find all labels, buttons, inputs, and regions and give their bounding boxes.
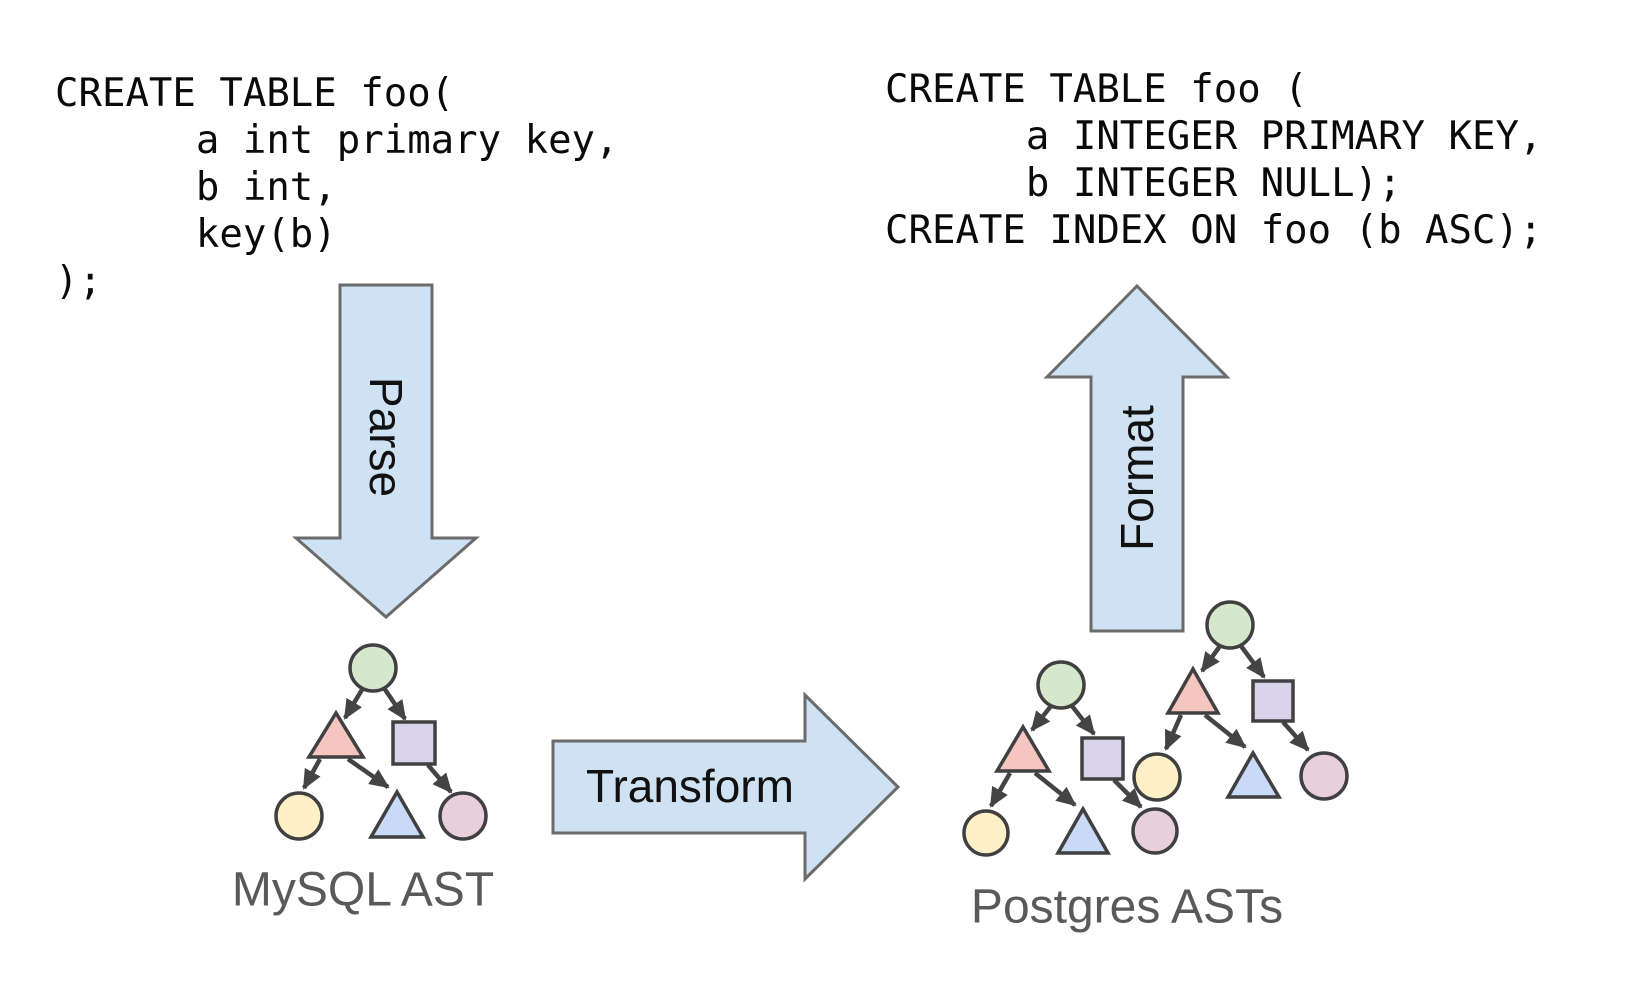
postgres-ast-1-node-red-triangle xyxy=(993,723,1053,773)
postgres-ast-1-edge xyxy=(1070,704,1096,736)
mysql-ast-node-purple-square xyxy=(391,720,437,766)
mysql-ast-node-yellow-circle xyxy=(274,791,324,841)
postgres-ast-2-edge xyxy=(1239,644,1266,679)
postgres-ast-1-edge xyxy=(1112,778,1143,809)
format-arrow-up-icon xyxy=(1043,283,1231,633)
postgres-ast-2-node-red-triangle xyxy=(1164,665,1222,715)
mysql-sql-code: CREATE TABLE foo( a int primary key, b i… xyxy=(55,71,619,304)
mysql-ast-caption: MySQL AST xyxy=(231,863,495,917)
mysql-ast-edge xyxy=(343,686,365,720)
postgres-ast-2-node-yellow-circle xyxy=(1132,752,1182,802)
postgres-ast-2-edge xyxy=(1281,720,1310,752)
mysql-ast-node-blue-triangle xyxy=(367,788,427,839)
postgres-ast-1-edge xyxy=(1033,771,1077,807)
postgres-ast-1-node-pink-circle xyxy=(1131,807,1179,855)
postgres-ast-2-node-pink-circle xyxy=(1299,751,1349,801)
postgres-ast-2-edge xyxy=(1200,644,1222,673)
postgres-asts-caption: Postgres ASTs xyxy=(970,880,1284,934)
transform-arrow-right-icon xyxy=(551,691,901,883)
transform-arrow-label: Transform xyxy=(586,760,794,812)
postgres-ast-1-edge xyxy=(989,771,1012,808)
postgres-ast-2-edge xyxy=(1163,714,1184,751)
postgres-ast-1-node-purple-square xyxy=(1080,736,1125,781)
mysql-ast-node-red-triangle xyxy=(305,709,367,759)
mysql-ast-edge xyxy=(382,686,407,721)
postgres-ast-1-node-green-circle xyxy=(1036,660,1086,710)
postgres-ast-2-node-green-circle xyxy=(1205,600,1255,650)
mysql-ast-edge xyxy=(302,757,322,790)
mysql-ast-node-green-circle xyxy=(348,643,398,693)
mysql-ast-node-pink-circle xyxy=(438,791,488,841)
parse-arrow-label: Parse xyxy=(360,376,412,498)
postgres-sql-code: CREATE TABLE foo ( a INTEGER PRIMARY KEY… xyxy=(885,67,1543,253)
postgres-ast-2-node-purple-square xyxy=(1251,679,1295,723)
postgres-ast-1-node-blue-triangle xyxy=(1054,805,1112,855)
mysql-ast-edge xyxy=(346,757,390,789)
ast-trees-group xyxy=(274,600,1349,857)
postgres-ast-2-node-blue-triangle xyxy=(1224,749,1283,799)
postgres-ast-1-edge xyxy=(1030,704,1053,732)
postgres-ast-1-node-yellow-circle xyxy=(962,809,1010,857)
postgres-ast-2-edge xyxy=(1203,713,1247,749)
format-arrow-label: Format xyxy=(1111,405,1163,551)
mysql-ast-edge xyxy=(426,763,453,794)
parse-arrow-down-icon xyxy=(292,283,480,619)
